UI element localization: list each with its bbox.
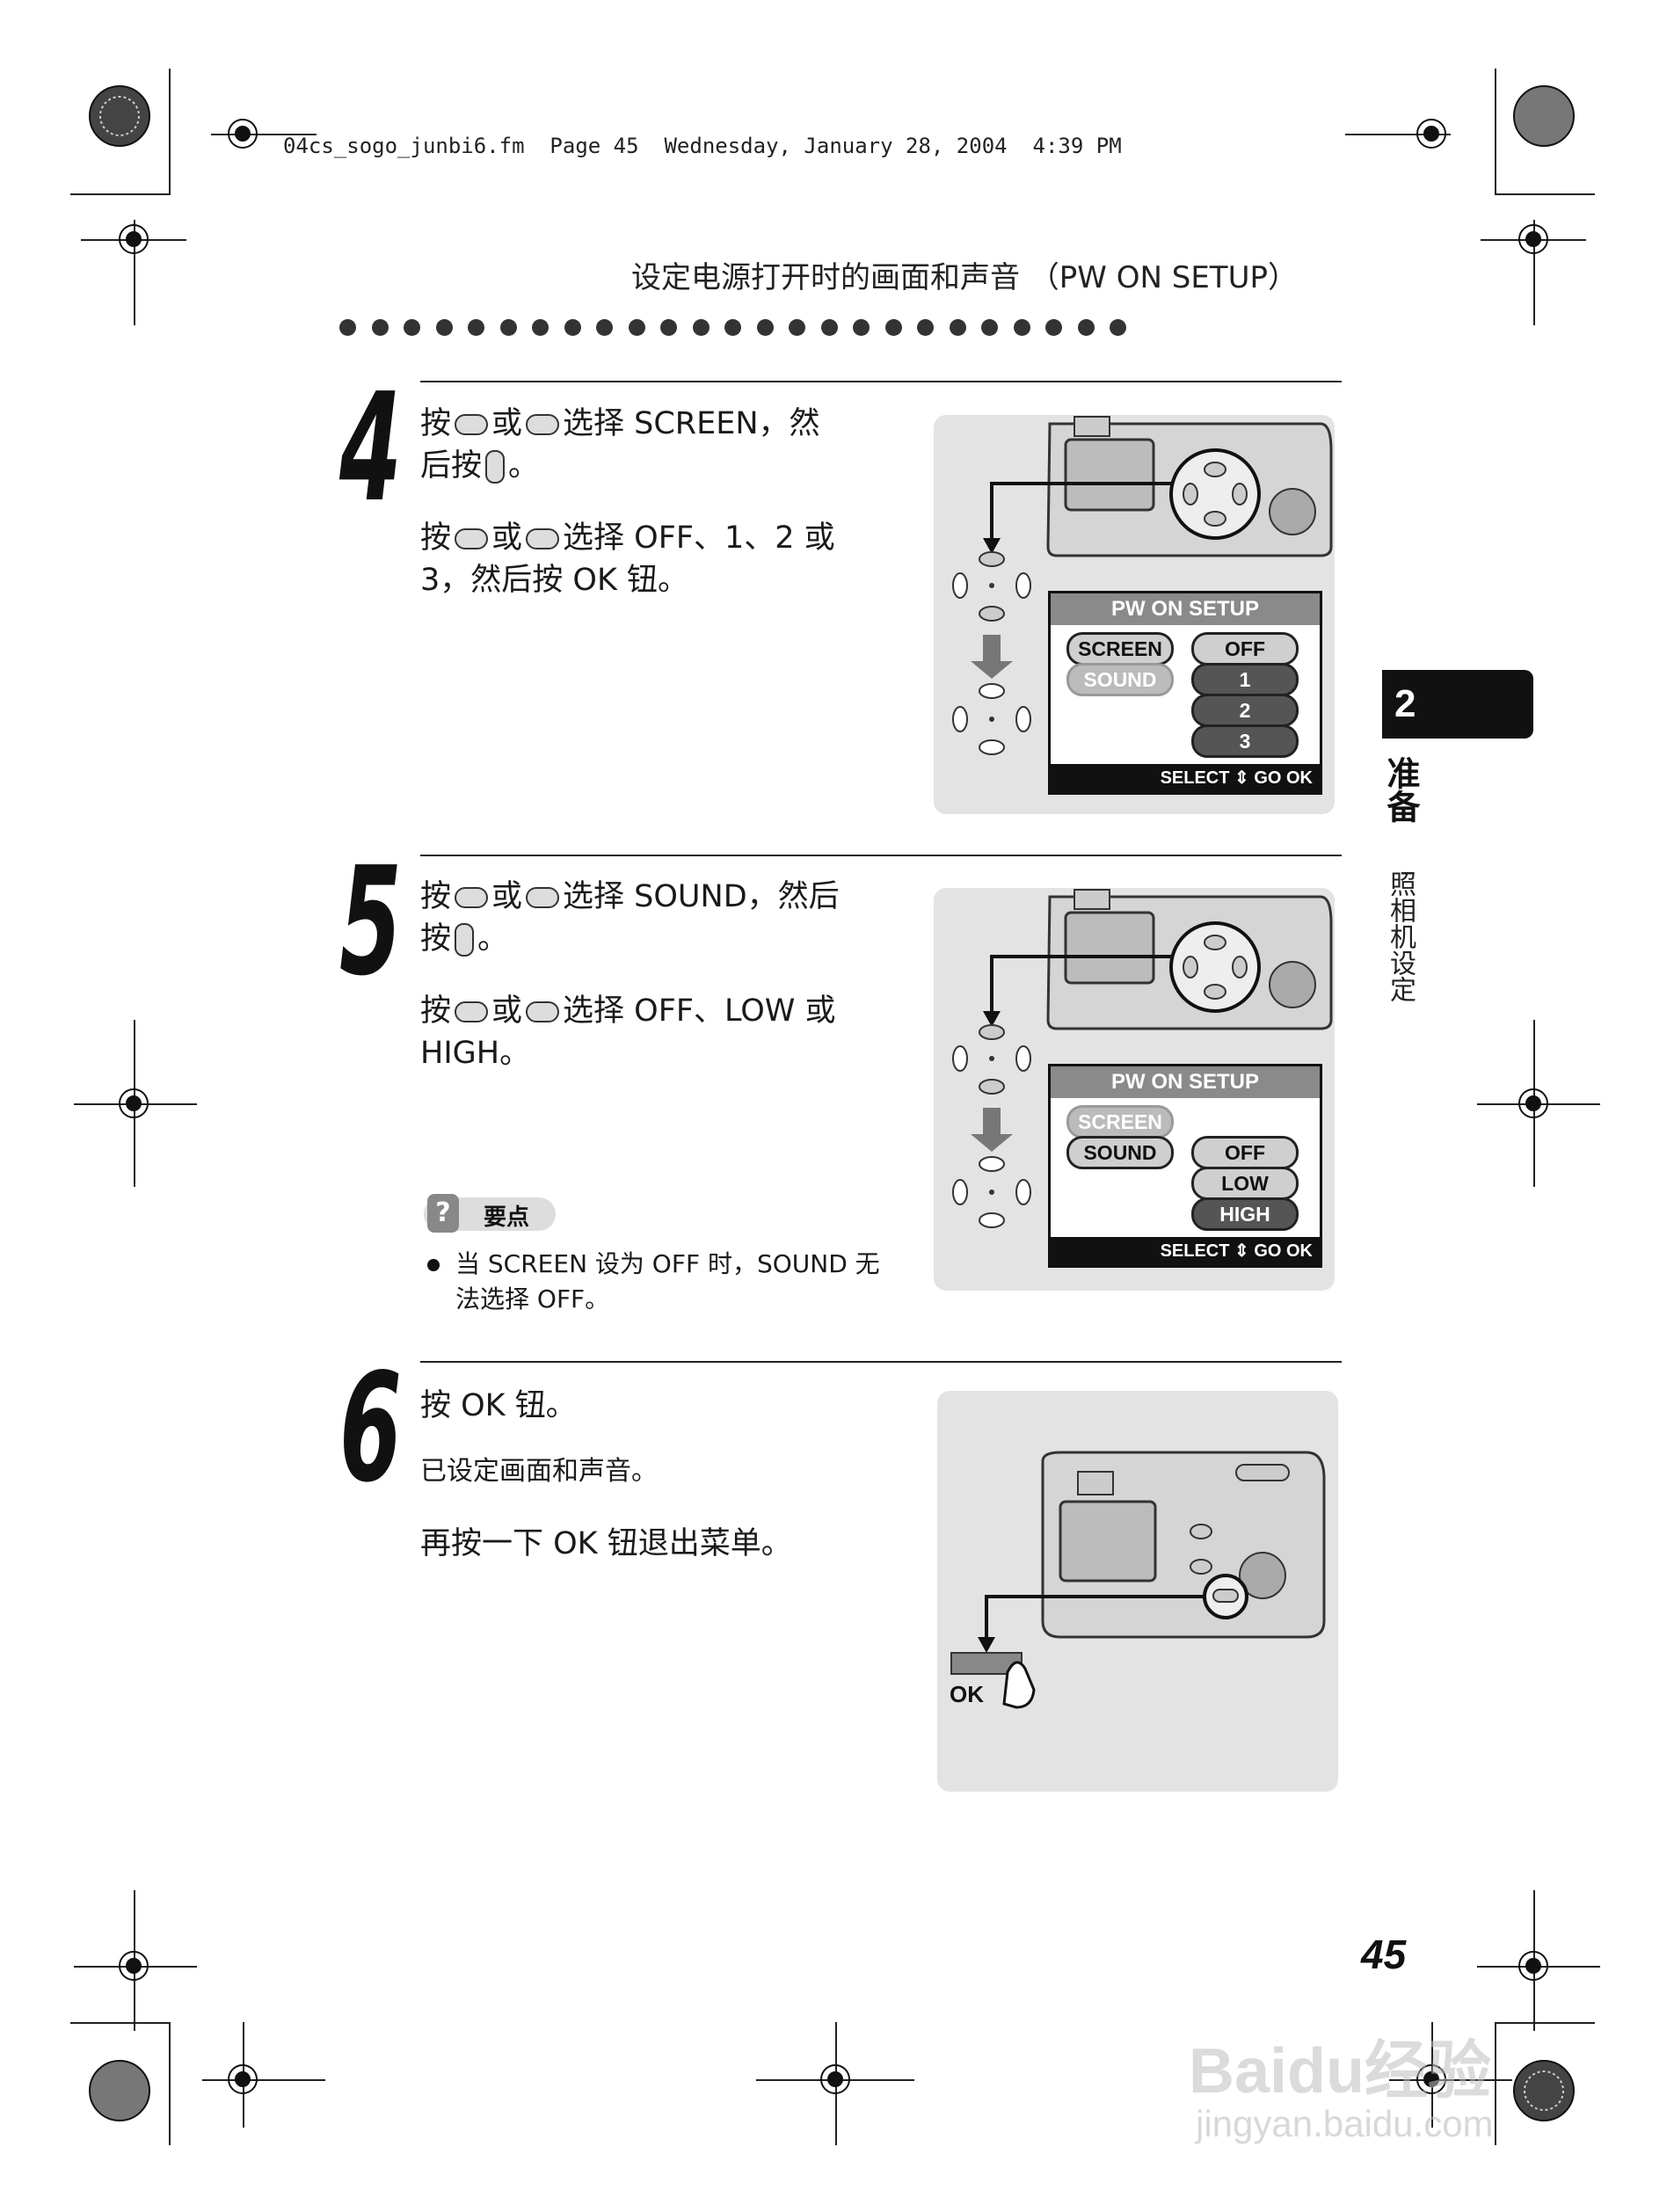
dotted-divider xyxy=(339,319,1126,336)
section-title: 设定电源打开时的画面和声音 （PW ON SETUP） xyxy=(631,260,1298,295)
step6-illustration: OK xyxy=(937,1391,1338,1792)
lcd-item-sound: SOUND xyxy=(1066,663,1174,696)
camera-back-icon xyxy=(952,889,1333,1228)
tip-text: 当 SCREEN 设为 OFF 时，SOUND 无法选择 OFF。 xyxy=(455,1249,880,1313)
section-name: 照相机设定 xyxy=(1385,870,1416,1002)
right-arrow-button-icon xyxy=(455,923,475,957)
lcd-title: PW ON SETUP xyxy=(1051,1066,1320,1098)
step6-number: 6 xyxy=(339,1342,402,1516)
chapter-title: 准备 xyxy=(1381,756,1420,823)
down-arrow-button-icon xyxy=(526,528,560,549)
step4-number: 4 xyxy=(339,361,402,535)
step4-rule xyxy=(420,381,1342,382)
lcd-option-high: HIGH xyxy=(1191,1197,1299,1231)
lcd-option-2: 2 xyxy=(1191,694,1299,727)
up-arrow-button-icon xyxy=(455,887,489,908)
up-arrow-button-icon xyxy=(455,414,489,435)
lcd-item-sound: SOUND xyxy=(1066,1136,1174,1169)
tip-label: 要点 xyxy=(484,1204,530,1231)
step4-instruction-2: 按或选择 OFF、1、2 或 3，然后按 OK 钮。 xyxy=(420,520,835,598)
down-arrow-button-icon xyxy=(526,1001,560,1022)
lcd-option-low: LOW xyxy=(1191,1167,1299,1200)
chapter-tab: 2 xyxy=(1382,670,1533,739)
step6-instruction: 按 OK 钮。 xyxy=(420,1388,577,1423)
up-arrow-button-icon xyxy=(455,528,489,549)
tip-badge: ? 要点 xyxy=(424,1194,556,1233)
camera-back-icon xyxy=(952,416,1333,755)
step6-exit-instruction: 再按一下 OK 钮退出菜单。 xyxy=(420,1526,792,1561)
lcd-select-go-bar: SELECT ⇕ GO OK xyxy=(1051,1237,1320,1265)
bullet-icon xyxy=(427,1259,440,1271)
lcd-title: PW ON SETUP xyxy=(1051,593,1320,625)
lcd-option-off: OFF xyxy=(1191,1136,1299,1169)
right-arrow-button-icon xyxy=(485,450,506,484)
lcd-option-off: OFF xyxy=(1191,632,1299,666)
chapter-number: 2 xyxy=(1394,682,1416,725)
lcd-select-go-bar: SELECT ⇕ GO OK xyxy=(1051,764,1320,792)
step6-rule xyxy=(420,1361,1342,1363)
watermark-url: jingyan.baidu.com xyxy=(1196,2103,1494,2144)
step5-instruction-2: 按或选择 OFF、LOW 或 HIGH。 xyxy=(420,993,836,1071)
lcd-option-3: 3 xyxy=(1191,724,1299,758)
step4-illustration: PW ON SETUP SCREEN SOUND OFF 1 2 3 SELEC… xyxy=(934,415,1335,814)
step4-lcd-screen: PW ON SETUP SCREEN SOUND OFF 1 2 3 SELEC… xyxy=(1048,591,1322,795)
ok-button-label: OK xyxy=(950,1681,984,1707)
camera-back-icon xyxy=(950,1451,1326,1709)
step5-rule xyxy=(420,855,1342,856)
lcd-item-screen: SCREEN xyxy=(1066,632,1174,666)
file-info-header: 04cs_sogo_junbi6.fm Page 45 Wednesday, J… xyxy=(283,134,1122,158)
page-number: 45 xyxy=(1361,1932,1407,1977)
up-arrow-button-icon xyxy=(455,1001,489,1022)
step4-instruction-1: 按或选择 SCREEN，然 后按。 xyxy=(420,406,820,484)
step5-number: 5 xyxy=(339,835,402,1009)
step6-note: 已设定画面和声音。 xyxy=(420,1456,658,1487)
question-mark-icon: ? xyxy=(427,1194,459,1233)
step5-lcd-screen: PW ON SETUP SCREEN SOUND OFF LOW HIGH SE… xyxy=(1048,1064,1322,1268)
down-arrow-button-icon xyxy=(526,887,560,908)
down-arrow-button-icon xyxy=(526,414,560,435)
watermark-logo: Baidu经验 xyxy=(1189,2036,1492,2106)
lcd-option-1: 1 xyxy=(1191,663,1299,696)
step5-illustration: PW ON SETUP SCREEN SOUND OFF LOW HIGH SE… xyxy=(934,888,1335,1291)
step5-instruction-1: 按或选择 SOUND，然后 按。 xyxy=(420,879,840,957)
lcd-item-screen: SCREEN xyxy=(1066,1105,1174,1139)
